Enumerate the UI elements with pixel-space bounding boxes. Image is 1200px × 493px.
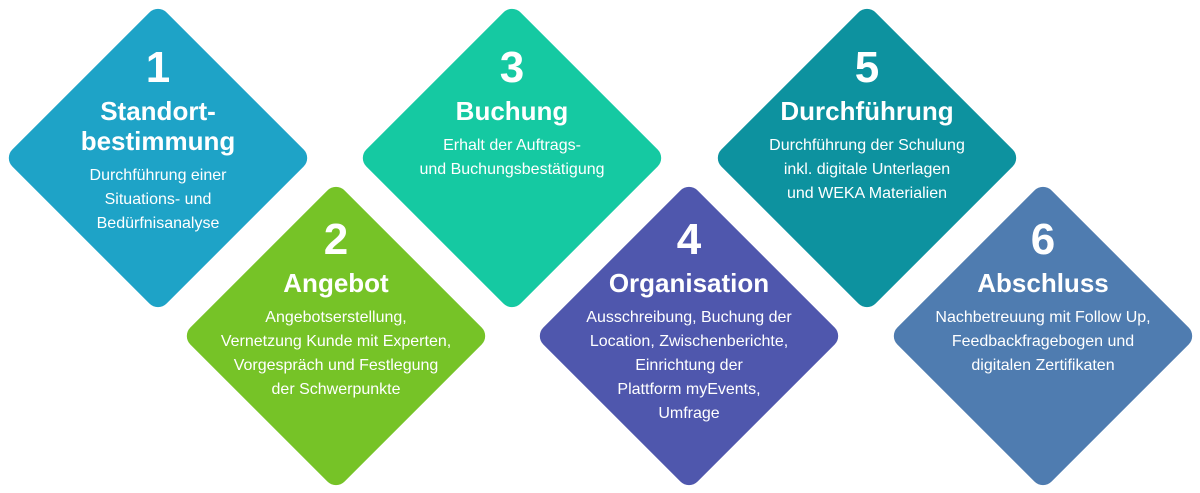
step-6-number: 6 bbox=[1030, 215, 1056, 264]
step-6-desc-line: Feedbackfragebogen und bbox=[951, 333, 1135, 350]
step-6-text: 6 Abschluss Nachbetreuung mit Follow Up,… bbox=[893, 218, 1193, 378]
step-1-title-line: bestimmung bbox=[80, 126, 236, 156]
step-2-desc-line: Vorgespräch und Festlegung bbox=[233, 357, 439, 374]
step-4-desc-line: Einrichtung der bbox=[635, 357, 743, 374]
step-3-title-line: Buchung bbox=[455, 96, 569, 126]
step-4-number: 4 bbox=[676, 215, 702, 264]
step-5-desc-line: inkl. digitale Unterlagen bbox=[783, 161, 951, 178]
step-2-desc-line: Angebotserstellung, bbox=[265, 309, 407, 326]
step-6-desc-line: Nachbetreuung mit Follow Up, bbox=[935, 309, 1151, 326]
step-3-text: 3 Buchung Erhalt der Auftrags- und Buchu… bbox=[362, 46, 662, 182]
step-1-title: Standort- bestimmung bbox=[8, 96, 308, 156]
step-1-text: 1 Standort- bestimmung Durchführung eine… bbox=[8, 46, 308, 236]
step-3-desc-line: Erhalt der Auftrags- bbox=[443, 137, 581, 154]
step-2-description: Angebotserstellung, Vernetzung Kunde mit… bbox=[186, 306, 486, 402]
step-5-text: 5 Durchführung Durchführung der Schulung… bbox=[717, 46, 1017, 206]
step-1-desc-line: Situations- und bbox=[104, 191, 212, 208]
step-4-title-line: Organisation bbox=[608, 268, 770, 298]
step-2-desc-line: der Schwerpunkte bbox=[271, 381, 401, 398]
step-5-title-line: Durchführung bbox=[780, 96, 954, 126]
step-4-desc-line: Plattform myEvents, bbox=[617, 381, 761, 398]
step-4-description: Ausschreibung, Buchung der Location, Zwi… bbox=[539, 306, 839, 426]
step-5-number: 5 bbox=[854, 43, 880, 92]
step-5-description: Durchführung der Schulung inkl. digitale… bbox=[717, 134, 1017, 206]
step-2-title: Angebot bbox=[186, 268, 486, 298]
step-4-text: 4 Organisation Ausschreibung, Buchung de… bbox=[539, 218, 839, 426]
step-6-title-line: Abschluss bbox=[977, 268, 1109, 298]
step-2-title-line: Angebot bbox=[283, 268, 389, 298]
step-6-title: Abschluss bbox=[893, 268, 1193, 298]
step-2-desc-line: Vernetzung Kunde mit Experten, bbox=[220, 333, 452, 350]
step-4-desc-line: Ausschreibung, Buchung der bbox=[586, 309, 792, 326]
step-1-number: 1 bbox=[145, 43, 171, 92]
step-4-title: Organisation bbox=[539, 268, 839, 298]
step-3-title: Buchung bbox=[362, 96, 662, 126]
step-1-title-line: Standort- bbox=[100, 96, 216, 126]
step-6-desc-line: digitalen Zertifikaten bbox=[971, 357, 1115, 374]
step-5-desc-line: und WEKA Materialien bbox=[786, 185, 948, 202]
step-5-title: Durchführung bbox=[717, 96, 1017, 126]
step-1-desc-line: Durchführung einer bbox=[89, 167, 227, 184]
step-1-desc-line: Bedürfnisanalyse bbox=[96, 215, 220, 232]
step-5-desc-line: Durchführung der Schulung bbox=[769, 137, 965, 154]
step-4-desc-line: Umfrage bbox=[658, 405, 720, 422]
step-6-description: Nachbetreuung mit Follow Up, Feedbackfra… bbox=[893, 306, 1193, 378]
step-4-desc-line: Location, Zwischenberichte, bbox=[589, 333, 789, 350]
step-2-number: 2 bbox=[323, 215, 349, 264]
step-2-text: 2 Angebot Angebotserstellung, Vernetzung… bbox=[186, 218, 486, 402]
step-3-description: Erhalt der Auftrags- und Buchungsbestäti… bbox=[362, 134, 662, 182]
step-1-description: Durchführung einer Situations- und Bedür… bbox=[8, 164, 308, 236]
step-3-desc-line: und Buchungsbestätigung bbox=[419, 161, 605, 178]
step-3-number: 3 bbox=[499, 43, 525, 92]
